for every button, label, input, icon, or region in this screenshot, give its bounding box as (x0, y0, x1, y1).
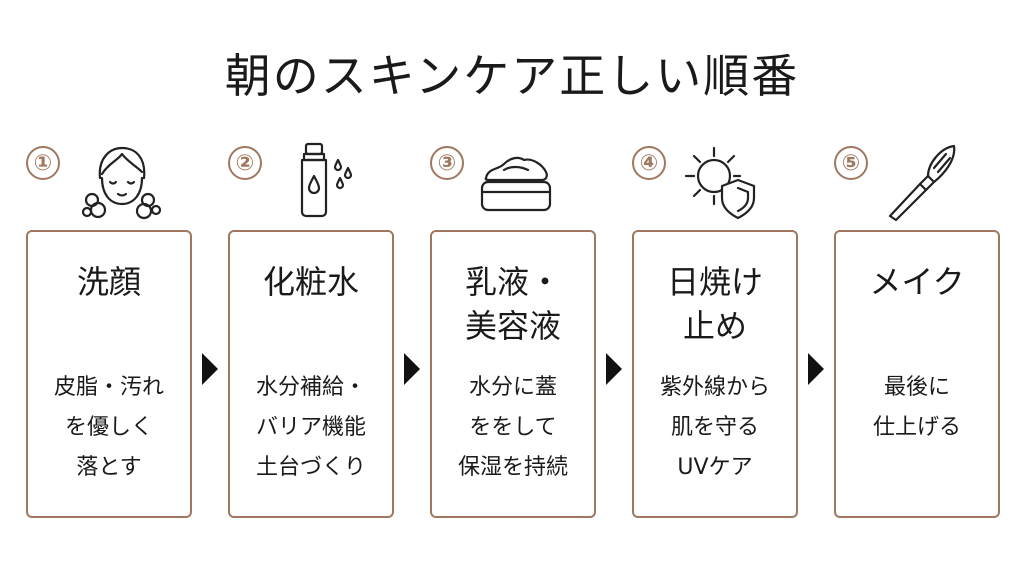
step-3-card: 乳液・ 美容液 水分に蓋 ををして 保湿を持続 (430, 230, 596, 518)
step-5-title: メイク (869, 263, 965, 301)
step-1-title: 洗顔 (76, 263, 141, 301)
sun-shield-icon (684, 146, 756, 220)
step-4-title: 日焼け 止め (666, 263, 763, 345)
step-1-number: ① (26, 146, 60, 180)
cream-jar-icon (480, 156, 552, 212)
step-5-card: メイク 最後に 仕上げる (834, 230, 1000, 518)
arrow-2-to-3 (404, 353, 420, 385)
toner-bottle-icon (300, 142, 353, 218)
makeup-brush-icon (888, 144, 956, 222)
arrow-4-to-5 (808, 353, 824, 385)
step-3-title: 乳液・ 美容液 (464, 263, 561, 345)
diagram-title: 朝のスキンケア正しい順番 (224, 49, 800, 103)
step-3-number: ③ (430, 146, 464, 180)
arrow-1-to-2 (202, 353, 218, 385)
step-4-card: 日焼け 止め 紫外線から 肌を守る UVケア (632, 230, 798, 518)
step-4-number: ④ (632, 146, 666, 180)
step-1-card: 洗顔 皮脂・汚れ を優しく 落とす (26, 230, 192, 518)
step-2-title: 化粧水 (262, 263, 359, 301)
step-2-card: 化粧水 水分補給・ バリア機能 土台づくり (228, 230, 394, 518)
arrow-3-to-4 (606, 353, 622, 385)
step-5-description: 最後に 仕上げる (872, 375, 961, 440)
step-5-number: ⑤ (834, 146, 868, 180)
face-wash-icon (81, 146, 162, 220)
step-1-description: 皮脂・汚れ を優しく 落とす (53, 375, 164, 480)
step-2-number: ② (228, 146, 262, 180)
step-3-description: 水分に蓋 ををして 保湿を持続 (457, 375, 568, 480)
step-2-description: 水分補給・ バリア機能 土台づくり (255, 375, 366, 480)
step-4-description: 紫外線から 肌を守る UVケア (659, 375, 770, 480)
